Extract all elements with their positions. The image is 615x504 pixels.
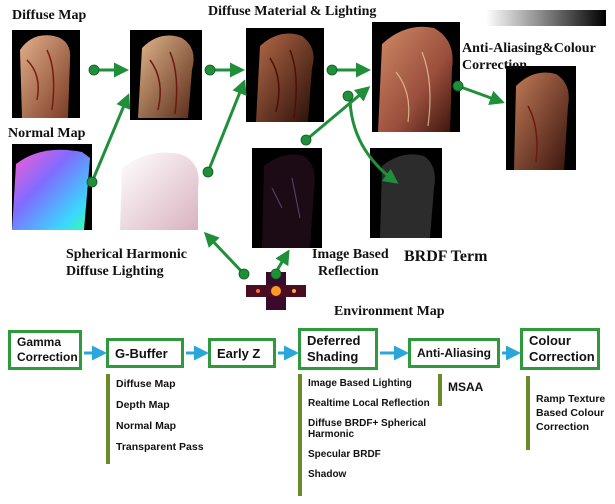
arrow-env-to-sh bbox=[206, 234, 244, 274]
flow-node bbox=[239, 269, 249, 279]
flow-node bbox=[89, 65, 99, 75]
flow-node bbox=[205, 65, 215, 75]
arrow-sh-to-material bbox=[208, 82, 244, 172]
pipeline-arrows bbox=[0, 340, 615, 370]
arrow-combined-to-final bbox=[458, 86, 502, 102]
gbuffer-item: Normal Map bbox=[116, 420, 204, 432]
aa-items: MSAA bbox=[438, 374, 483, 406]
flow-node bbox=[327, 65, 337, 75]
gbuffer-item: Depth Map bbox=[116, 399, 204, 411]
gbuffer-item: Diffuse Map bbox=[116, 378, 204, 390]
flow-node bbox=[203, 167, 213, 177]
flow-node bbox=[343, 91, 353, 101]
flow-arrows bbox=[0, 0, 615, 330]
deferred-item: Diffuse BRDF+ Spherical bbox=[308, 418, 430, 429]
aa-item: MSAA bbox=[448, 380, 483, 394]
arrow-normal-to-lit bbox=[92, 96, 128, 182]
gbuffer-items: Diffuse Map Depth Map Normal Map Transpa… bbox=[106, 374, 204, 464]
flow-node bbox=[453, 81, 463, 91]
arrow-combined-to-brdf bbox=[350, 100, 396, 182]
flow-node bbox=[301, 135, 311, 145]
colour-items: Ramp Texture Based Colour Correction bbox=[526, 376, 605, 450]
deferred-item: Specular BRDF bbox=[308, 449, 430, 460]
deferred-item: Shadow bbox=[308, 469, 430, 480]
colour-item: Based Colour bbox=[536, 406, 605, 420]
deferred-items: Image Based Lighting Realtime Local Refl… bbox=[298, 374, 430, 496]
gbuffer-item: Transparent Pass bbox=[116, 441, 204, 453]
flow-node bbox=[271, 269, 281, 279]
deferred-item: Harmonic bbox=[308, 429, 430, 440]
colour-item: Ramp Texture bbox=[536, 392, 605, 406]
deferred-item: Image Based Lighting bbox=[308, 378, 430, 389]
deferred-item: Realtime Local Reflection bbox=[308, 398, 430, 409]
colour-item: Correction bbox=[536, 420, 605, 434]
arrow-ibr-to-combined bbox=[306, 88, 368, 140]
flow-node bbox=[87, 177, 97, 187]
